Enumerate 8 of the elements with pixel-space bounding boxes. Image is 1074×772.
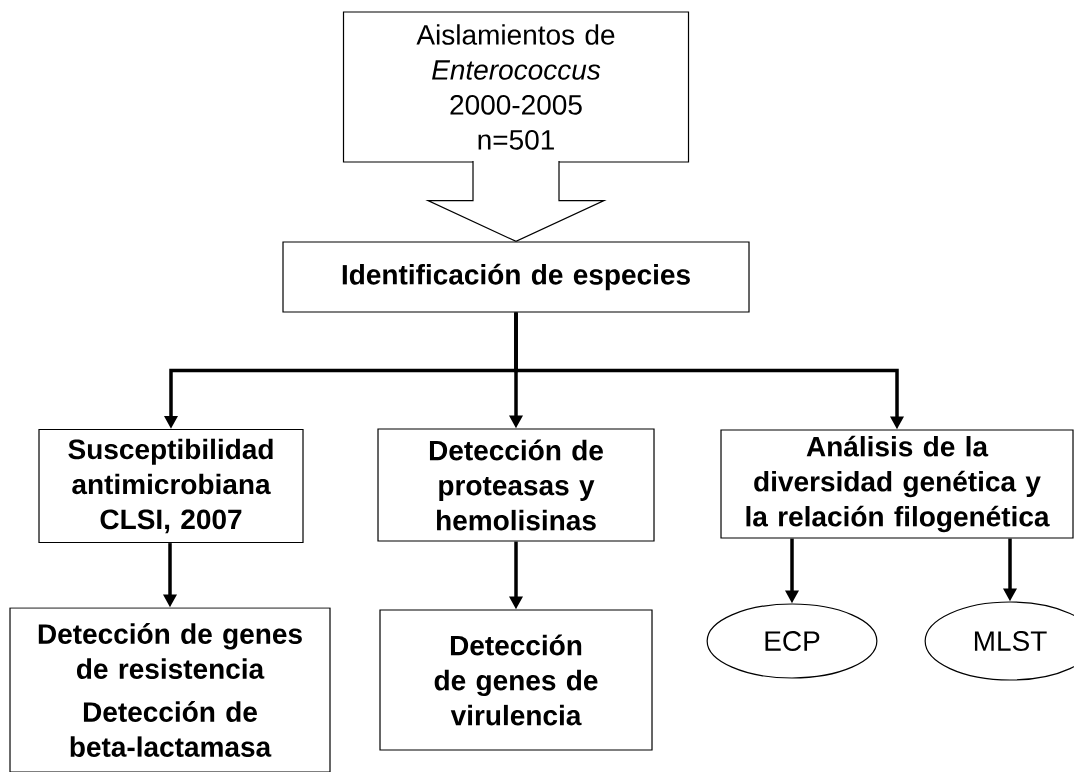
process-box: Aislamientos de Enterococcus 2000-2005 n=501 [342, 11, 690, 163]
process-box: Análisis de la diversidad genética y la relación filogenética [720, 429, 1074, 539]
block-arrow [425, 160, 607, 243]
process-box: Detección de genes de virulencia [379, 609, 653, 751]
process-box: Susceptibilidad antimicrobiana CLSI, 2007 [38, 428, 304, 544]
process-box: Detección de proteasas y hemolisinas [377, 428, 655, 542]
process-box: Detección de genes de resistencia Detección de beta-lactamasa [9, 607, 331, 772]
process-box: Identificación de especies [282, 241, 750, 313]
